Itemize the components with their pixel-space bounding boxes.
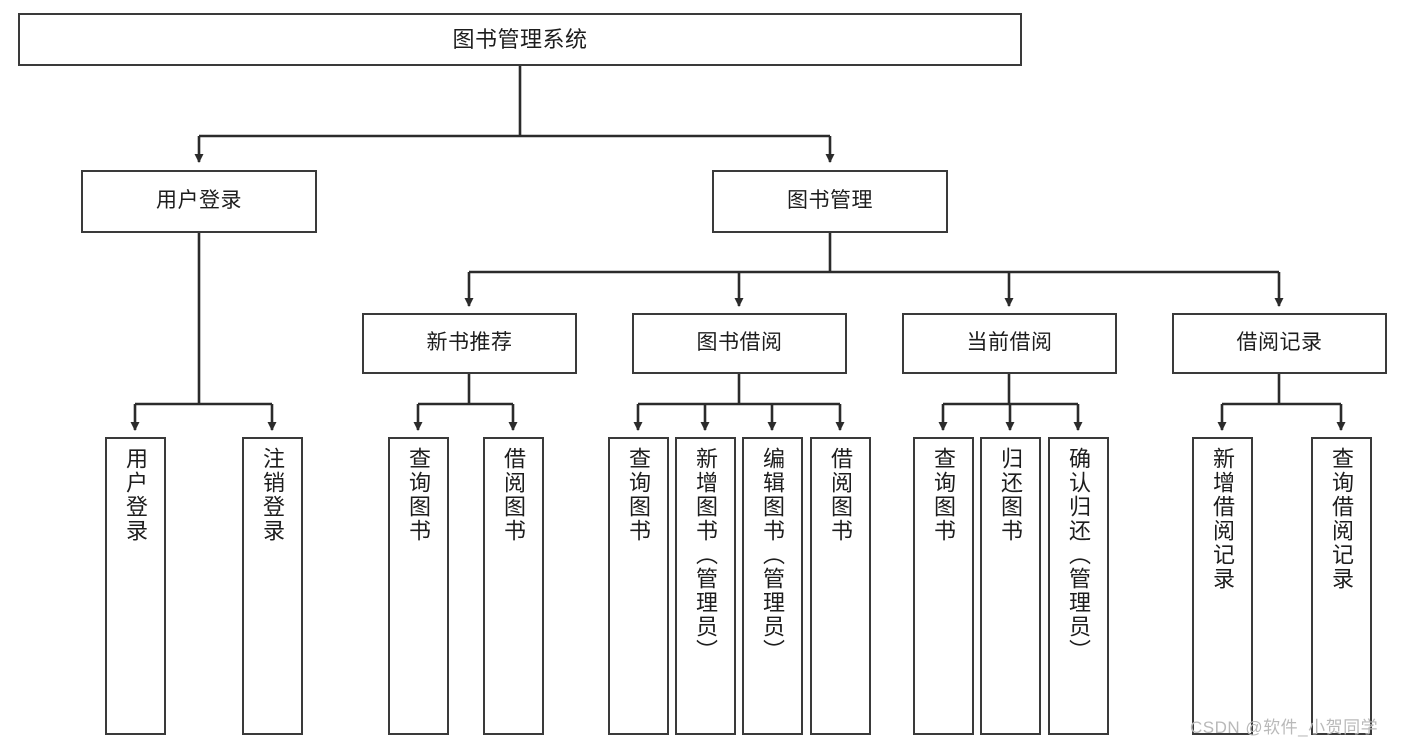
watermark: CSDN @软件_小贺同学: [1190, 718, 1379, 737]
node-label: 查询借阅记录: [1329, 447, 1355, 591]
node-label: 借阅图书: [501, 447, 527, 543]
node-label: 新书推荐: [426, 331, 513, 355]
leaf-book-borrow-query-book[interactable]: 查询图书: [608, 437, 669, 735]
node-label: 新增借阅记录: [1210, 447, 1236, 591]
node-label: 用户登录: [123, 447, 149, 543]
leaf-user-login-login[interactable]: 用户登录: [105, 437, 166, 735]
node-label: 查询图书: [626, 447, 652, 543]
node-borrow-record[interactable]: 借阅记录: [1172, 313, 1387, 374]
leaf-book-borrow-add-book-admin[interactable]: 新增图书（管理员）: [675, 437, 736, 735]
leaf-current-borrow-confirm-return-admin[interactable]: 确认归还（管理员）: [1048, 437, 1109, 735]
node-label: 借阅记录: [1236, 331, 1323, 355]
node-label: 图书管理系统: [452, 26, 588, 52]
node-user-login[interactable]: 用户登录: [81, 170, 317, 233]
node-label: 用户登录: [156, 189, 242, 213]
leaf-book-borrow-edit-book-admin[interactable]: 编辑图书（管理员）: [742, 437, 803, 735]
node-label: 新增图书（管理员）: [693, 447, 719, 663]
node-label: 查询图书: [931, 447, 957, 543]
node-label: 借阅图书: [828, 447, 854, 543]
node-label: 编辑图书（管理员）: [760, 447, 786, 663]
leaf-borrow-record-query-record[interactable]: 查询借阅记录: [1311, 437, 1372, 735]
node-label: 归还图书: [998, 447, 1024, 543]
node-label: 注销登录: [260, 447, 286, 543]
leaf-borrow-record-add-record[interactable]: 新增借阅记录: [1192, 437, 1253, 735]
node-label: 图书管理: [787, 189, 873, 213]
node-current-borrow[interactable]: 当前借阅: [902, 313, 1117, 374]
leaf-user-login-logout[interactable]: 注销登录: [242, 437, 303, 735]
leaf-current-borrow-return-book[interactable]: 归还图书: [980, 437, 1041, 735]
node-new-book-recommend[interactable]: 新书推荐: [362, 313, 577, 374]
leaf-new-book-borrow-book[interactable]: 借阅图书: [483, 437, 544, 735]
node-label: 当前借阅: [966, 331, 1053, 355]
node-book-borrow[interactable]: 图书借阅: [632, 313, 847, 374]
leaf-current-borrow-query-book[interactable]: 查询图书: [913, 437, 974, 735]
leaf-new-book-query-book[interactable]: 查询图书: [388, 437, 449, 735]
node-root-book-management-system[interactable]: 图书管理系统: [18, 13, 1022, 66]
node-label: 查询图书: [406, 447, 432, 543]
node-label: 图书借阅: [696, 331, 783, 355]
node-book-management[interactable]: 图书管理: [712, 170, 948, 233]
node-label: 确认归还（管理员）: [1066, 447, 1092, 663]
leaf-book-borrow-borrow-book[interactable]: 借阅图书: [810, 437, 871, 735]
